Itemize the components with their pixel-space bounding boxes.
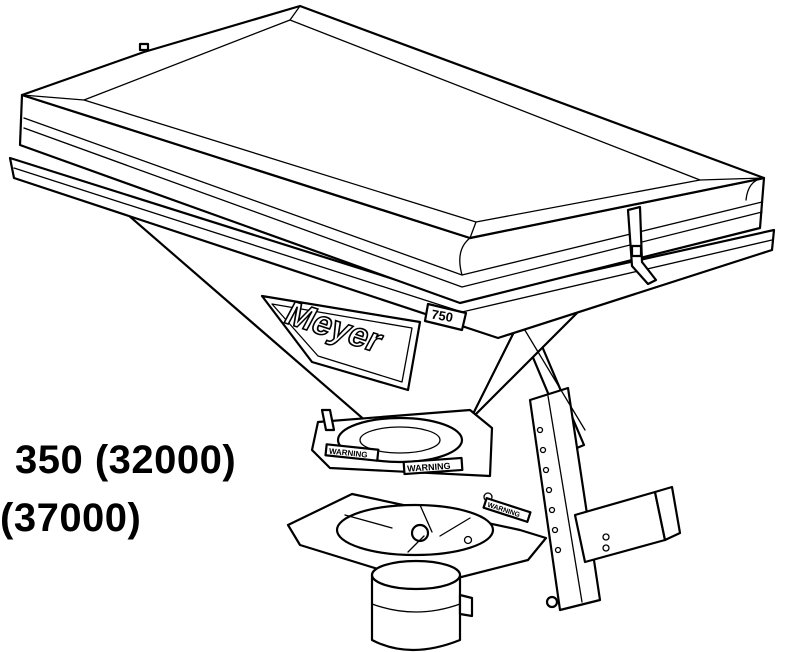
capacity-badge: 750 [430,307,454,326]
spinner-assembly: WARNING WARNING WARNING [286,408,548,652]
model-label-37000: (37000) [0,496,142,540]
warning-decal-front: WARNING [407,461,451,474]
warning-decal-left: WARNING [328,447,367,460]
mounting-bracket [516,316,602,612]
lid-latch [626,205,658,286]
hitch-receiver [573,485,682,564]
model-label-350: 350 (32000) [15,438,237,482]
hopper-lid [18,4,766,305]
